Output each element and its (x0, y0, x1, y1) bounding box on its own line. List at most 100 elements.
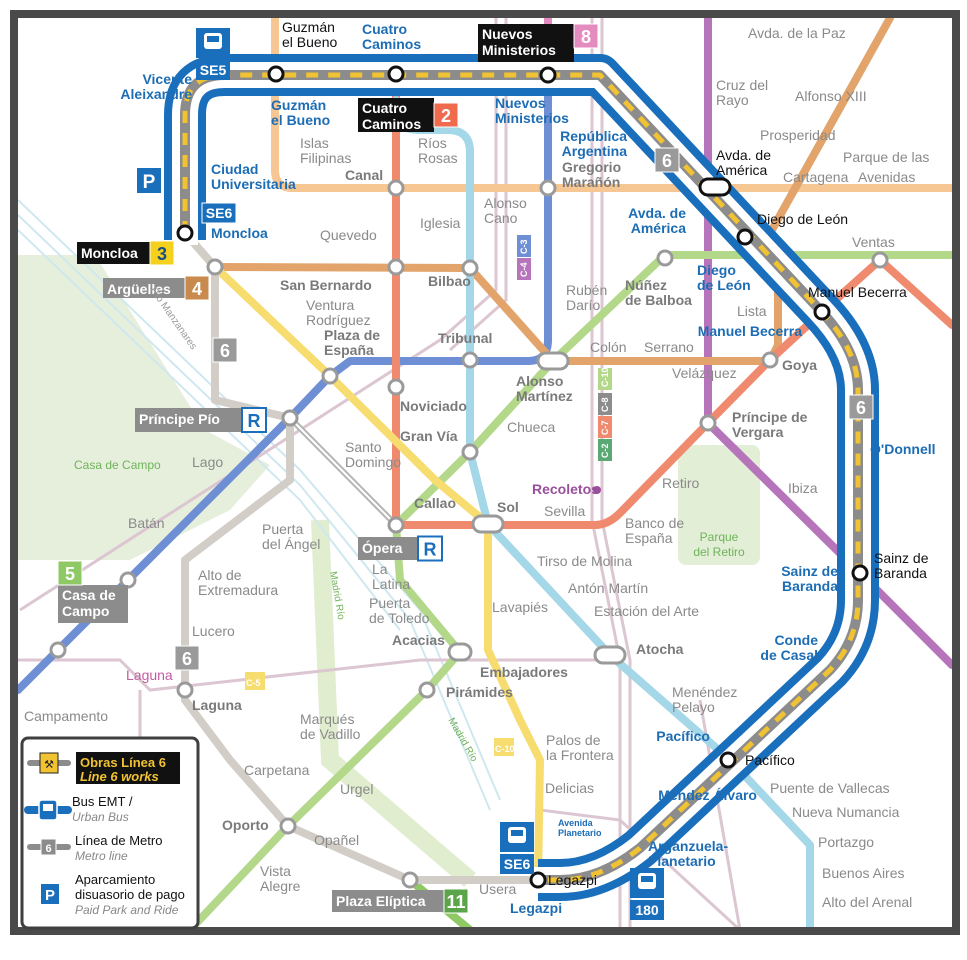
interchange-station[interactable] (719, 751, 737, 769)
works-title: Obras Línea 6 (80, 755, 166, 770)
interchange-station[interactable] (387, 65, 405, 83)
svg-text:C-7: C-7 (600, 420, 610, 435)
line-badge-R: R (241, 407, 267, 433)
interchange-station[interactable] (699, 414, 717, 432)
svg-text:C-10: C-10 (600, 367, 610, 387)
cercanias-code-badge: C-5 (245, 672, 265, 690)
station-label-oporto: Oporto (222, 817, 269, 833)
metro-legend-icon: 6 (27, 838, 71, 856)
interchange-station[interactable] (418, 681, 436, 699)
interchange-station[interactable] (49, 641, 67, 659)
parking-legend-title-2: disuasorio de pago (75, 887, 185, 902)
svg-text:11: 11 (446, 892, 465, 912)
svg-text:Ópera: Ópera (362, 539, 403, 556)
station-label-sevilla: Sevilla (544, 503, 585, 519)
bus-se6-badge: SE6 (500, 822, 534, 874)
interchange-station[interactable] (461, 351, 479, 369)
station-label-callao: Callao (414, 495, 456, 511)
bus-180-badge: 180 (630, 868, 664, 920)
svg-text:C-5: C-5 (246, 678, 261, 688)
svg-text:SE6: SE6 (206, 205, 233, 221)
interchange-station[interactable] (529, 871, 547, 889)
line-badge-R: R (417, 535, 443, 562)
interchange-station[interactable] (813, 303, 831, 321)
interchange-station[interactable] (119, 571, 137, 589)
station-box-plaza-eliptica: Plaza Elíptica 11 (332, 888, 469, 914)
works-legend-icon: ⚒ (27, 752, 71, 774)
interchange-station[interactable] (321, 367, 339, 385)
interchange-station[interactable] (461, 259, 479, 277)
station-box-principe-pio: Príncipe Pío R (135, 407, 267, 433)
works-subtitle: Line 6 works (80, 769, 159, 784)
bus-legend-subtitle: Urban Bus (72, 810, 129, 824)
svg-text:6: 6 (220, 341, 230, 361)
station-label-goya: Goya (782, 357, 817, 373)
station-label-san-bernardo: San Bernardo (280, 277, 372, 293)
interchange-station[interactable] (471, 514, 505, 534)
svg-text:Príncipe Pío: Príncipe Pío (139, 411, 220, 427)
station-label-colon: Colón (590, 339, 627, 355)
interchange-station[interactable] (593, 645, 627, 665)
interchange-station[interactable] (461, 443, 479, 461)
svg-text:6: 6 (45, 843, 51, 855)
station-label-opanel: Opañel (314, 832, 359, 848)
interchange-station[interactable] (871, 251, 889, 269)
interchange-station[interactable] (176, 224, 194, 242)
interchange-station[interactable] (387, 179, 405, 197)
line6-station-label-legazpi: Legazpi (548, 872, 597, 888)
interchange-station[interactable] (447, 642, 473, 662)
interchange-station[interactable] (536, 351, 570, 371)
interchange-station[interactable] (176, 681, 194, 699)
svg-text:C-10: C-10 (495, 744, 515, 754)
line6-badge: 6 (654, 147, 680, 173)
bus-stop-label-manuel-becerra: Manuel Becerra (698, 323, 802, 339)
station-label-buenos-aires: Buenos Aires (822, 865, 905, 881)
interchange-station[interactable] (656, 249, 674, 267)
svg-text:Plaza Elíptica: Plaza Elíptica (336, 893, 426, 909)
interchange-station[interactable] (401, 871, 419, 889)
line-badge-8: 8 (573, 23, 599, 49)
svg-text:P: P (143, 172, 156, 193)
recoletos-stop (593, 486, 601, 494)
line6-badge: 6 (848, 394, 874, 420)
interchange-station[interactable] (387, 516, 405, 534)
svg-text:8: 8 (581, 27, 591, 47)
line-badge-11: 11 (443, 888, 469, 914)
station-label-canal: Canal (345, 167, 383, 183)
svg-text:6: 6 (182, 649, 192, 669)
interchange-station[interactable] (698, 177, 732, 197)
interchange-station[interactable] (206, 258, 224, 276)
cercanias-code-badge: C-2 (598, 439, 612, 461)
station-label-ibiza: Ibiza (788, 480, 818, 496)
line-badge-3: 3 (149, 240, 175, 266)
station-label-atocha: Atocha (636, 641, 684, 657)
interchange-station[interactable] (539, 66, 557, 84)
line-badge-5: 5 (57, 560, 83, 586)
interchange-station[interactable] (539, 179, 557, 197)
interchange-station[interactable] (761, 351, 779, 369)
interchange-station[interactable] (267, 65, 285, 83)
interchange-station[interactable] (387, 258, 405, 276)
interchange-station[interactable] (279, 817, 297, 835)
interchange-station[interactable] (736, 228, 754, 246)
station-label-velazquez: Velázquez (672, 365, 737, 381)
interchange-station[interactable] (281, 409, 299, 427)
interchange-station[interactable] (387, 378, 405, 396)
svg-text:6: 6 (856, 398, 866, 418)
interchange-station[interactable] (851, 564, 869, 582)
cercanias-code-badge: C-8 (598, 393, 612, 415)
svg-text:2: 2 (441, 106, 451, 126)
